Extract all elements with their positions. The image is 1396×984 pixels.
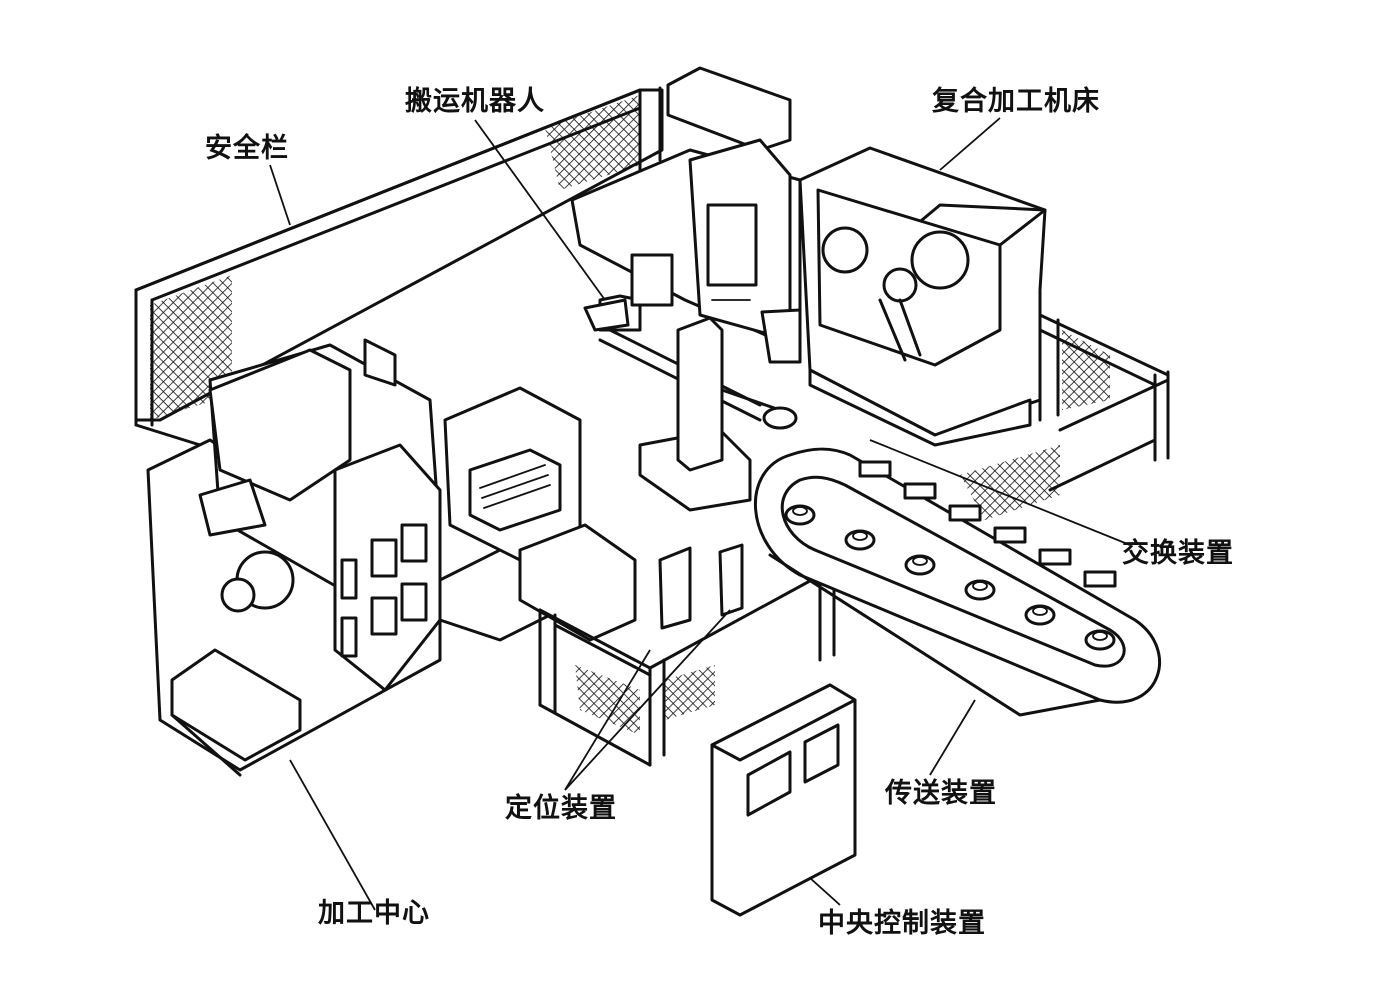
right-fence: [960, 313, 1170, 520]
label-central-control: 中央控制装置: [818, 908, 986, 939]
pallet-fixture-top: [1092, 631, 1108, 641]
central-control: [710, 683, 857, 917]
label-machining-center: 加工中心: [318, 898, 430, 929]
pallet-fixture-top: [852, 531, 868, 541]
machining-center: [146, 338, 582, 777]
pallet-slot: [858, 460, 892, 478]
compound-machine: [570, 66, 1047, 447]
pallet-slot: [1083, 570, 1117, 588]
pallet-slot: [1038, 548, 1072, 566]
label-conveyor-device: 传送装置: [885, 778, 997, 809]
pallet-fixture-top: [792, 506, 808, 516]
label-safety-fence: 安全栏: [205, 133, 289, 164]
pallet-slot: [993, 526, 1027, 544]
positioning-devices: [658, 543, 744, 630]
label-positioning-device: 定位装置: [505, 793, 617, 824]
workpiece-cart: [443, 386, 637, 642]
leader-lines: [269, 117, 1131, 911]
pallet-slot: [948, 504, 982, 522]
pallet-fixture-top: [972, 581, 988, 591]
label-exchange-device: 交换装置: [1122, 538, 1234, 569]
transfer-robot: [583, 298, 798, 512]
label-compound-machine: 复合加工机床: [932, 86, 1100, 117]
front-fence: [538, 563, 836, 767]
pallet-fixture-top: [912, 556, 928, 566]
conveyor-pallets: [784, 460, 1117, 651]
pallet-slot: [903, 482, 937, 500]
pallet-fixture-top: [1032, 606, 1048, 616]
label-transfer-robot: 搬运机器人: [405, 86, 545, 117]
